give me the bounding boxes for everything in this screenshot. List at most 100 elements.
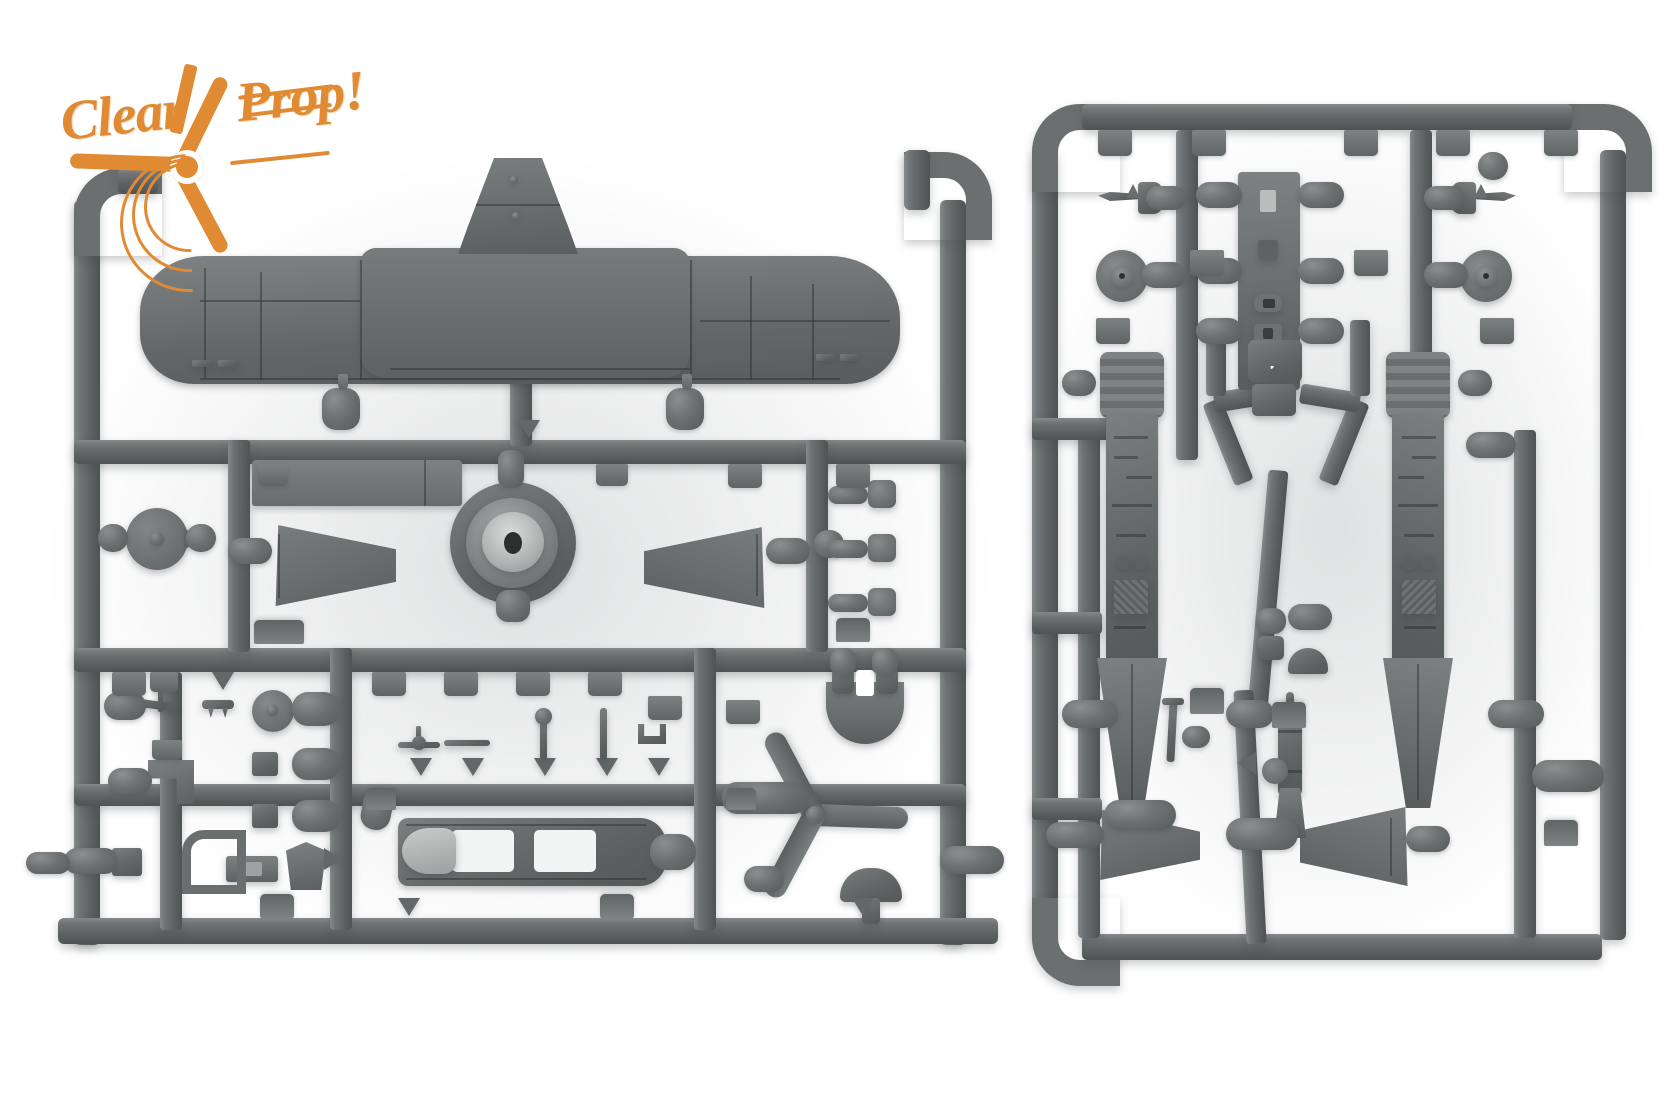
wing-panel-line-2 — [204, 268, 206, 378]
part-mushroom-cap — [1288, 648, 1328, 674]
runner-blob-a7 — [940, 846, 1004, 874]
runner-blob-b1 — [1104, 800, 1176, 830]
bomb-nose — [1286, 692, 1294, 708]
sprue-crossbar-2 — [74, 648, 966, 672]
backplate-gate-right — [872, 648, 898, 676]
sidewall-left-detail-5 — [1116, 534, 1146, 537]
sprue-b-tab-12 — [1544, 820, 1578, 846]
y-knob-cone — [1238, 752, 1256, 774]
part-lower-wing — [140, 158, 900, 388]
wing-panel-line-1 — [200, 300, 360, 302]
part-pedestal-legs — [208, 708, 228, 718]
gate-tab-r2-1 — [258, 464, 288, 486]
part-small-knurl-2 — [868, 534, 896, 562]
runner-blob-a8 — [744, 866, 784, 892]
spinner-right-bracket — [1474, 184, 1488, 198]
ip-switch-1 — [1263, 299, 1275, 308]
part-vertical-fin — [458, 158, 578, 254]
gate-tab-r3-e — [648, 696, 682, 720]
part-spinner-backplate — [826, 668, 904, 744]
wing-panel-line-7 — [812, 284, 814, 380]
wheel-left-gate — [1142, 262, 1186, 288]
sidewall-right-dial-1 — [1420, 556, 1434, 570]
sidewall-right-detail-2 — [1412, 456, 1436, 459]
fuselage-nose-cone — [402, 828, 456, 874]
fuselage-cockpit-opening-2 — [534, 830, 596, 872]
sidewall-left-dial-1 — [1116, 556, 1130, 570]
fin-locating-pin-2 — [512, 212, 520, 220]
gate-tab-r3-2 — [152, 740, 182, 760]
bomb-band-1 — [1278, 730, 1302, 733]
sidewall-right-body — [1392, 414, 1444, 668]
sprue-divider-5 — [160, 672, 182, 930]
runner-blob-a5 — [292, 748, 340, 780]
logo-wordmark: Clear Prop! — [57, 58, 368, 154]
gate-tab-r2-2 — [596, 464, 628, 486]
logo-speed-line-3 — [230, 150, 330, 166]
flat-strip-line — [424, 460, 426, 506]
sprue-b-tab-2 — [1192, 130, 1226, 156]
sidewall-left-detail-2 — [1114, 456, 1138, 459]
gate-tab-r3-1 — [150, 672, 178, 692]
sprue-b-rail-bottom — [1082, 934, 1602, 960]
brand-logo: Clear Prop! — [52, 59, 368, 321]
backplate-gate-left — [830, 648, 856, 676]
tailplane-right-gate — [1406, 826, 1450, 852]
wheel-right-gate — [1424, 262, 1468, 288]
gate-tab-r2-4 — [836, 464, 870, 488]
logo-word-clear: Clear — [57, 78, 186, 153]
fuselage-cockpit-opening-1 — [452, 830, 514, 872]
engine-top-gate — [498, 450, 524, 488]
wing-vent-right-1 — [816, 354, 834, 361]
sprue-b-tab-8 — [1480, 318, 1514, 344]
gate-tab-r2-5 — [836, 618, 870, 642]
runner-blob-b4 — [1046, 822, 1104, 848]
engine-shaft-hole — [504, 532, 522, 554]
sprue-b-rail-top — [1082, 104, 1572, 130]
bottom-cone-2 — [852, 898, 874, 916]
part-pylon-tee — [1162, 698, 1184, 705]
wing-panel-line-3 — [260, 272, 262, 380]
part-y-knob-round — [1262, 758, 1288, 784]
sidewall-right-detail-4 — [1398, 504, 1438, 507]
ip-gate-left — [1196, 182, 1242, 208]
sidewall-left-mesh — [1114, 580, 1148, 614]
gate-tab-r2-6 — [254, 620, 304, 644]
sidewall-right-skirt-line — [1417, 664, 1419, 800]
gate-tab-bottom-2 — [600, 894, 634, 918]
runner-blob-b6 — [1478, 152, 1508, 180]
stabilizer-left-line — [278, 534, 280, 598]
sprue-b-divider-4 — [1514, 430, 1536, 938]
sidewall-right-detail-1 — [1402, 436, 1436, 439]
bomb-band-2 — [1278, 770, 1302, 773]
ip-gate-right-3 — [1298, 318, 1344, 344]
part-fork-bracket — [638, 724, 666, 744]
knurl-gate-2 — [828, 540, 868, 558]
part-control-column — [540, 716, 547, 760]
logo-word-prop: Prop! — [233, 59, 368, 135]
sprue-b-crossbar-2 — [1032, 612, 1102, 634]
part-pedestal — [202, 700, 234, 709]
part-sidewall-right — [1380, 352, 1456, 812]
gate-tab-r3-i — [726, 788, 756, 810]
detail-gate-1 — [410, 758, 432, 776]
sprue-crossbar-bottom — [58, 918, 998, 944]
sprue-b-tab-10 — [1190, 688, 1224, 714]
sprue-b-corner-tr — [1564, 104, 1652, 192]
part-stabilizer-left — [275, 525, 396, 606]
part-gear-wheel — [126, 508, 188, 570]
part-radial-engine — [450, 478, 578, 622]
y-stem-tab — [1258, 636, 1284, 660]
spinner-right-gate — [1424, 186, 1464, 210]
wheel-left-axle — [1119, 273, 1125, 279]
stabilizer-right-gate — [766, 538, 810, 564]
gunsight-gate — [108, 768, 152, 794]
sidewall-right-dial-2 — [1402, 556, 1416, 570]
part-yoke-wheel — [412, 736, 426, 750]
sprue-b-rail-right — [1600, 150, 1626, 940]
sprue-b-y-right-up — [1350, 320, 1370, 396]
part-sq-block-2 — [252, 804, 278, 828]
bottom-cone-3 — [518, 420, 540, 438]
wing-panel-line-9 — [390, 368, 690, 370]
